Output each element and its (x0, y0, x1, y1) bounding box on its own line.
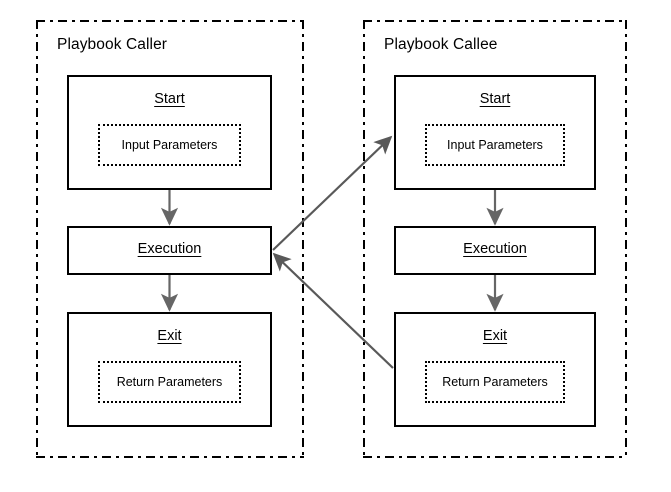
param-box-callee-input: Input Parameters (425, 124, 565, 166)
node-callee-exit-title: Exit (482, 328, 508, 344)
param-box-caller-input: Input Parameters (98, 124, 241, 166)
param-box-callee-return-label: Return Parameters (442, 375, 548, 389)
node-caller-execution[interactable]: Execution (67, 226, 272, 275)
swimlane-callee-title: Playbook Callee (384, 36, 498, 53)
param-box-callee-return: Return Parameters (425, 361, 565, 403)
param-box-caller-return-label: Return Parameters (116, 375, 223, 389)
node-caller-start-title: Start (154, 91, 185, 107)
param-box-callee-input-label: Input Parameters (447, 138, 543, 152)
node-callee-execution-title: Execution (463, 241, 527, 257)
node-caller-execution-title: Execution (137, 241, 202, 257)
node-callee-start[interactable]: Start Input Parameters (394, 75, 596, 190)
param-box-caller-return: Return Parameters (98, 361, 241, 403)
node-callee-execution[interactable]: Execution (394, 226, 596, 275)
node-caller-exit[interactable]: Exit Return Parameters (67, 312, 272, 427)
param-box-caller-input-label: Input Parameters (121, 138, 218, 152)
swimlane-caller-title: Playbook Caller (57, 36, 168, 53)
node-caller-exit-title: Exit (157, 328, 182, 344)
node-callee-start-title: Start (479, 91, 511, 107)
node-caller-start[interactable]: Start Input Parameters (67, 75, 272, 190)
node-callee-exit[interactable]: Exit Return Parameters (394, 312, 596, 427)
